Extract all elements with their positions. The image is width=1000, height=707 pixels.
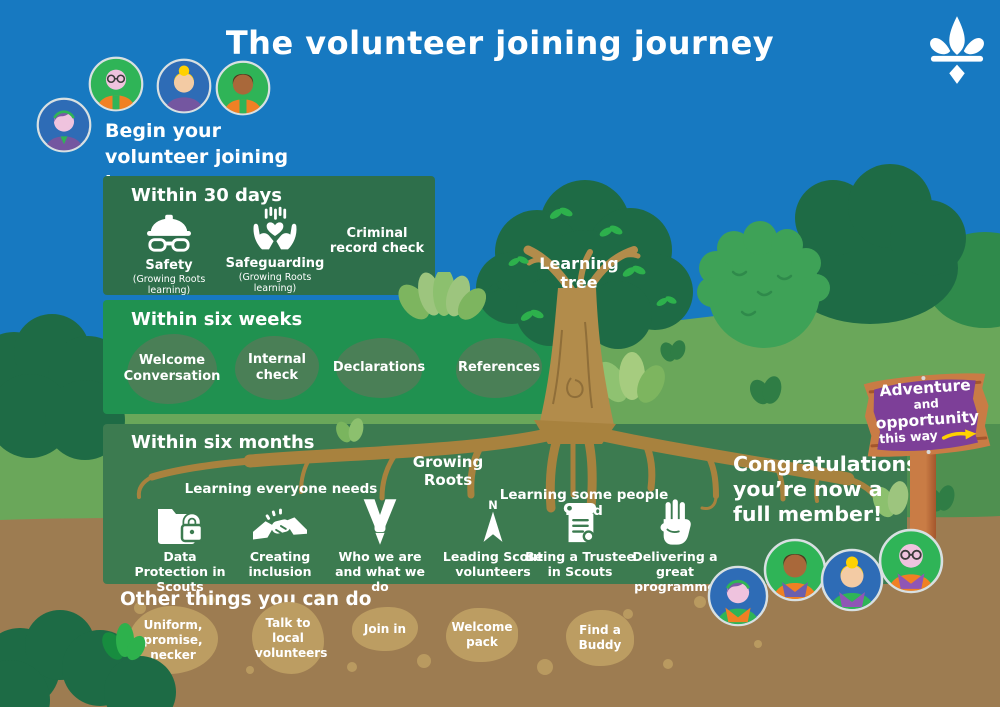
avatar <box>36 97 92 153</box>
within-six-months-heading: Within six months <box>131 432 315 453</box>
internal-check-blob: Internal check <box>235 336 319 400</box>
hill-sprout-dark <box>660 340 782 405</box>
bumpy-bush <box>697 221 830 348</box>
references-blob: References <box>456 338 542 398</box>
data-protection-item: Data Protection in Scouts <box>125 498 235 594</box>
tree-trunk <box>540 288 614 425</box>
dirt-sprout <box>102 623 146 661</box>
being-a-trustee-item: Being a Trustee in Scouts <box>525 498 635 579</box>
avatar <box>878 528 944 594</box>
welcome-pack-rock: Welcome pack <box>446 608 518 662</box>
hands-heart-icon <box>253 206 297 250</box>
avatar <box>707 565 769 627</box>
handshake-icon <box>253 508 307 540</box>
within-six-weeks-box: Within six weeks Welcome Conversation In… <box>103 300 565 414</box>
delivering-programme-item: Delivering a great programme <box>620 498 730 594</box>
folder-lock-icon <box>158 509 204 544</box>
within-six-months-content: Within six months Growing Roots Learning… <box>103 424 907 594</box>
welcome-conversation-blob: Welcome Conversation <box>124 334 220 404</box>
join-in-rock: Join in <box>352 607 418 651</box>
box-sprout <box>336 418 364 443</box>
creating-inclusion-item: Creating inclusion <box>225 498 335 579</box>
necker-icon <box>363 499 397 545</box>
growing-roots-label: Growing Roots <box>412 453 484 489</box>
page-title: The volunteer joining journey <box>225 24 775 62</box>
within-six-weeks-heading: Within six weeks <box>131 309 303 330</box>
within-30-days-box: Within 30 days Safety (Growing Roots lea… <box>103 176 435 296</box>
learning-tree-label: Learning tree <box>539 254 619 292</box>
scouts-fleur-de-lis-logo <box>930 16 984 84</box>
leaf-accents <box>508 207 677 321</box>
svg-text:N: N <box>488 498 497 512</box>
avatar <box>820 548 884 612</box>
sprout-plant <box>398 272 486 320</box>
leading-scout-volunteers-item: N Leading Scout volunteers <box>442 498 544 579</box>
salute-icon <box>660 499 691 545</box>
find-a-buddy-rock: Find a Buddy <box>566 610 634 666</box>
avatar <box>88 56 144 112</box>
who-we-are-item: Who we are and what we do <box>325 498 435 594</box>
compass-icon: N <box>483 498 503 542</box>
scroll-icon <box>563 502 597 543</box>
congratulations-text: Congratulations you’re now a full member… <box>733 452 919 526</box>
tree-branches <box>523 245 641 300</box>
avatar <box>215 60 271 116</box>
learning-everyone-needs-heading: Learning everyone needs <box>184 481 378 497</box>
signpost-post <box>910 440 936 540</box>
other-things-heading: Other things you can do <box>120 589 372 610</box>
safeguarding-item: Safeguarding (Growing Roots learning) <box>221 204 329 294</box>
grass-tuft <box>596 352 665 403</box>
hard-hat-icon <box>147 214 191 252</box>
within-30-days-heading: Within 30 days <box>131 185 282 206</box>
avatar <box>156 58 212 114</box>
criminal-record-check-item: Criminal record check <box>329 226 425 256</box>
talk-to-local-volunteers-rock: Talk to local volunteers <box>252 602 327 674</box>
signpost-board: Adventure and opportunity this way <box>859 368 995 463</box>
safety-item: Safety (Growing Roots learning) <box>119 206 219 296</box>
arrow-right-icon <box>942 428 977 440</box>
avatar <box>763 538 827 602</box>
declarations-blob: Declarations <box>333 338 425 398</box>
